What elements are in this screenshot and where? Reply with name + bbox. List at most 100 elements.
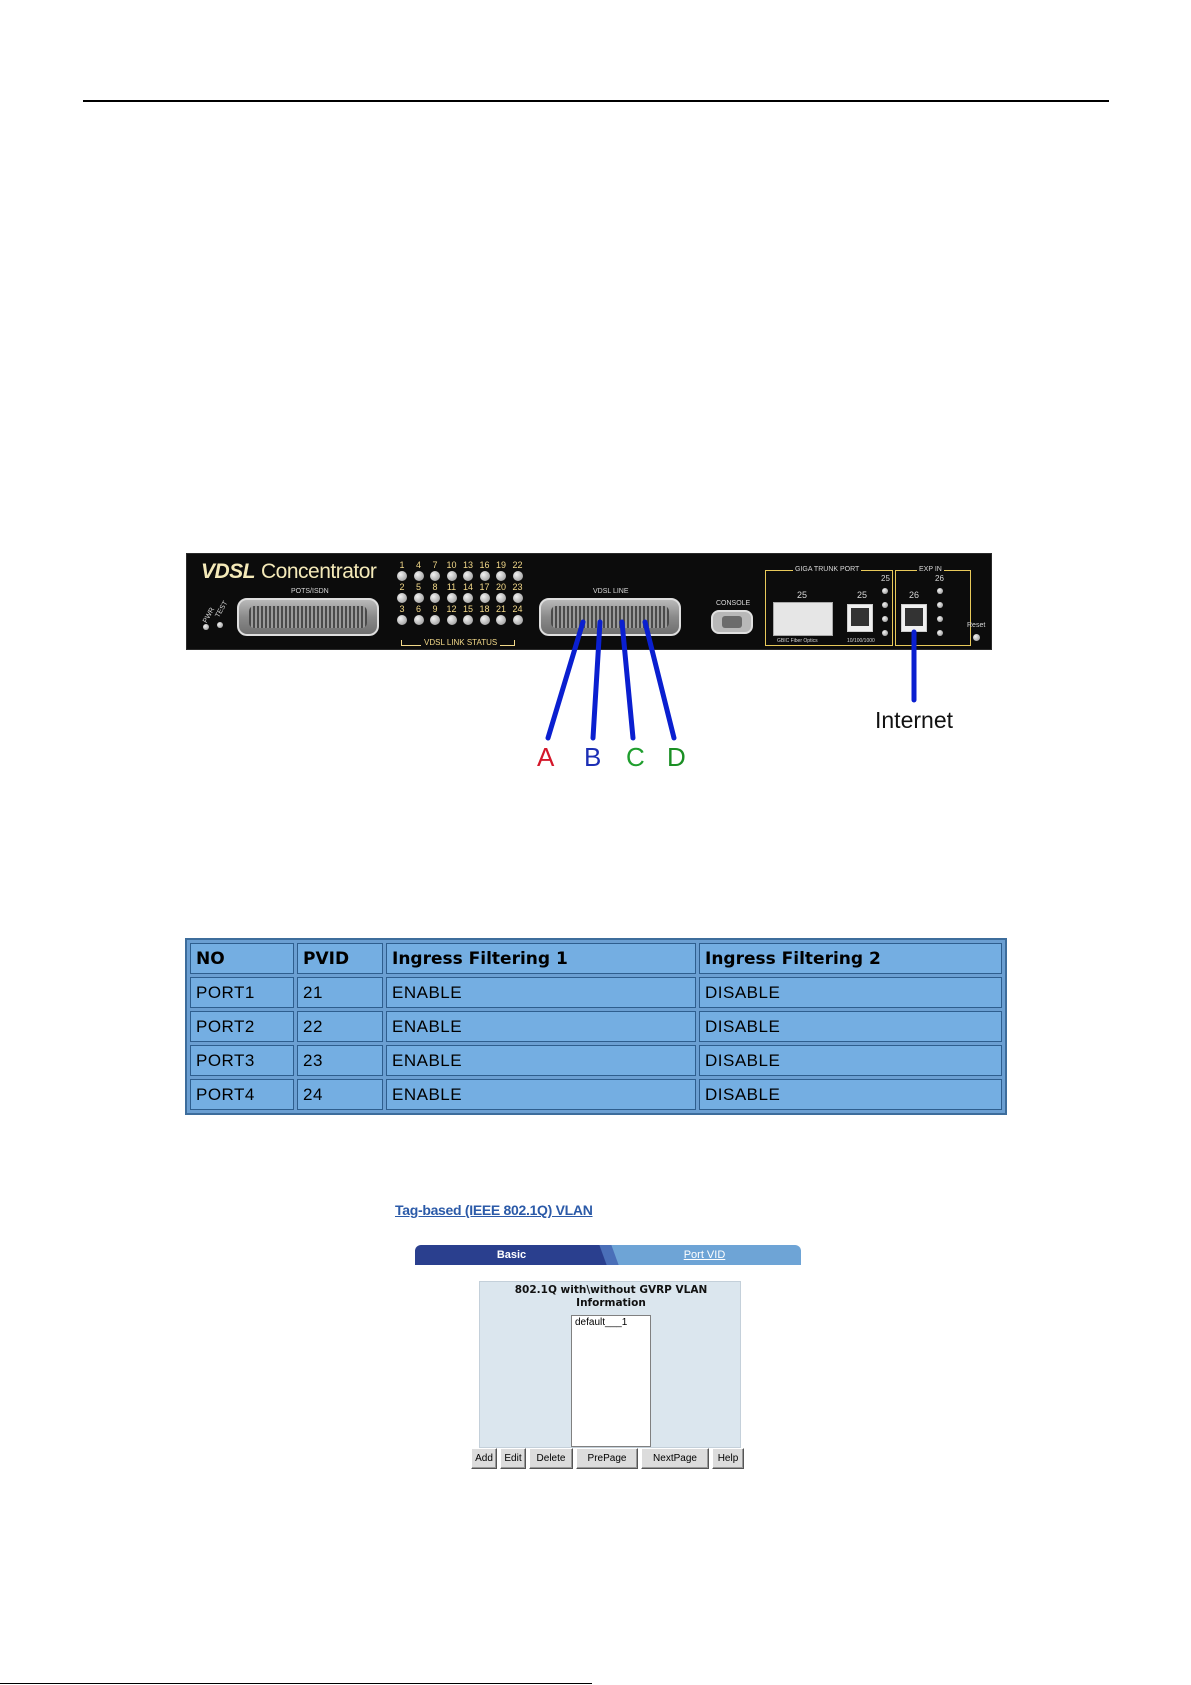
led-number: 10: [446, 560, 457, 570]
trunk-led: [882, 588, 888, 594]
console-label: CONSOLE: [716, 600, 751, 607]
vlan-tabs: Basic Port VID: [415, 1245, 801, 1265]
led-number: 8: [432, 582, 438, 592]
led-number: 23: [512, 582, 523, 592]
vdsl-line-connector: [539, 598, 681, 636]
led-number: 1: [399, 560, 405, 570]
led26-number: 26: [935, 574, 944, 583]
led-number: 24: [512, 604, 523, 614]
vdsl-link-led: [413, 571, 424, 581]
vdsl-link-led: [512, 593, 523, 603]
vdsl-link-led: [446, 615, 457, 625]
vlan-page-title[interactable]: Tag-based (IEEE 802.1Q) VLAN: [395, 1202, 593, 1218]
led-number: 13: [462, 560, 473, 570]
sfp-port-number: 25: [797, 590, 808, 600]
cell-ingress-2: DISABLE: [699, 1079, 1002, 1110]
pwr-led: [203, 624, 209, 630]
cell-ingress-1: ENABLE: [386, 1045, 696, 1076]
cable-label-d: D: [667, 742, 686, 772]
table-row: PORT3 23 ENABLE DISABLE: [190, 1045, 1002, 1076]
rj45-trunk-port: [847, 604, 873, 632]
cell-port: PORT2: [190, 1011, 294, 1042]
vlan-listbox[interactable]: default___1: [571, 1315, 651, 1447]
table-header-row: NO PVID Ingress Filtering 1 Ingress Filt…: [190, 943, 1002, 974]
vdsl-link-led: [397, 571, 407, 581]
vdsl-link-status-label: VDSL LINK STATUS: [421, 638, 501, 647]
cell-ingress-2: DISABLE: [699, 977, 1002, 1008]
led25-number: 25: [881, 574, 890, 583]
vdsl-link-led: [446, 593, 457, 603]
panel-heading-line1: 802.1Q with\without GVRP VLAN: [514, 1284, 708, 1296]
vdsl-link-led: [496, 615, 506, 625]
vdsl-link-led: [397, 593, 407, 603]
delete-button[interactable]: Delete: [529, 1448, 573, 1469]
tab-port-vid[interactable]: Port VID: [608, 1245, 801, 1265]
prepage-button[interactable]: PrePage: [576, 1448, 638, 1469]
led-number: 2: [399, 582, 405, 592]
exp-led: [937, 630, 943, 636]
led-number: 3: [399, 604, 405, 614]
cell-ingress-2: DISABLE: [699, 1011, 1002, 1042]
led-number: 22: [512, 560, 523, 570]
pots-isdn-label: POTS/ISDN: [291, 588, 329, 595]
col-header-ingress-2: Ingress Filtering 2: [699, 943, 1002, 974]
add-button[interactable]: Add: [471, 1448, 497, 1469]
nextpage-button[interactable]: NextPage: [641, 1448, 709, 1469]
edit-button[interactable]: Edit: [500, 1448, 526, 1469]
cell-port: PORT4: [190, 1079, 294, 1110]
vdsl-link-led: [413, 615, 424, 625]
table-row: PORT4 24 ENABLE DISABLE: [190, 1079, 1002, 1110]
vdsl-link-led: [446, 571, 457, 581]
sfp-caption: GBIC Fiber Optics: [777, 638, 818, 644]
cell-pvid: 24: [297, 1079, 383, 1110]
vdsl-link-led: [430, 593, 440, 603]
vdsl-link-led: [463, 593, 473, 603]
led-number: 17: [479, 582, 490, 592]
list-item[interactable]: default___1: [575, 1317, 628, 1328]
vdsl-link-led: [413, 593, 424, 603]
led-number: 19: [495, 560, 506, 570]
cell-pvid: 23: [297, 1045, 383, 1076]
led-number: 4: [415, 560, 421, 570]
led-number: 6: [415, 604, 421, 614]
led-number: 7: [432, 560, 438, 570]
test-label: TEST: [214, 600, 230, 619]
vdsl-link-led: [430, 615, 440, 625]
vlan-information-panel: 802.1Q with\without GVRP VLAN Informatio…: [479, 1281, 741, 1448]
cell-pvid: 22: [297, 1011, 383, 1042]
vdsl-link-led: [496, 571, 506, 581]
vdsl-link-led: [430, 571, 440, 581]
trunk-led: [882, 602, 888, 608]
cell-ingress-2: DISABLE: [699, 1045, 1002, 1076]
col-header-pvid: PVID: [297, 943, 383, 974]
tab-basic[interactable]: Basic: [415, 1245, 608, 1265]
led-number: 15: [462, 604, 473, 614]
rj45-exp-port: [901, 604, 927, 632]
table-row: PORT1 21 ENABLE DISABLE: [190, 977, 1002, 1008]
panel-heading: 802.1Q with\without GVRP VLAN Informatio…: [480, 1284, 742, 1310]
cell-port: PORT1: [190, 977, 294, 1008]
led-number: 21: [495, 604, 506, 614]
footer-rule: [0, 1683, 592, 1684]
led-number: 14: [462, 582, 473, 592]
vdsl-link-led: [512, 615, 523, 625]
console-port: [711, 610, 753, 634]
exp-led: [937, 602, 943, 608]
cell-pvid: 21: [297, 977, 383, 1008]
col-header-no: NO: [190, 943, 294, 974]
led-number: 9: [432, 604, 438, 614]
help-button[interactable]: Help: [712, 1448, 744, 1469]
reset-label: Reset: [967, 622, 986, 629]
led-number: 11: [446, 582, 457, 592]
trunk-led: [882, 630, 888, 636]
led-number: 20: [495, 582, 506, 592]
exp-in-label: EXP IN: [917, 566, 944, 573]
vdsl-line-label: VDSL LINE: [593, 588, 629, 595]
rj-caption: 10/100/1000: [847, 638, 875, 644]
vdsl-link-led: [479, 571, 490, 581]
cell-ingress-1: ENABLE: [386, 977, 696, 1008]
exp-led: [937, 616, 943, 622]
trunk-led: [882, 616, 888, 622]
